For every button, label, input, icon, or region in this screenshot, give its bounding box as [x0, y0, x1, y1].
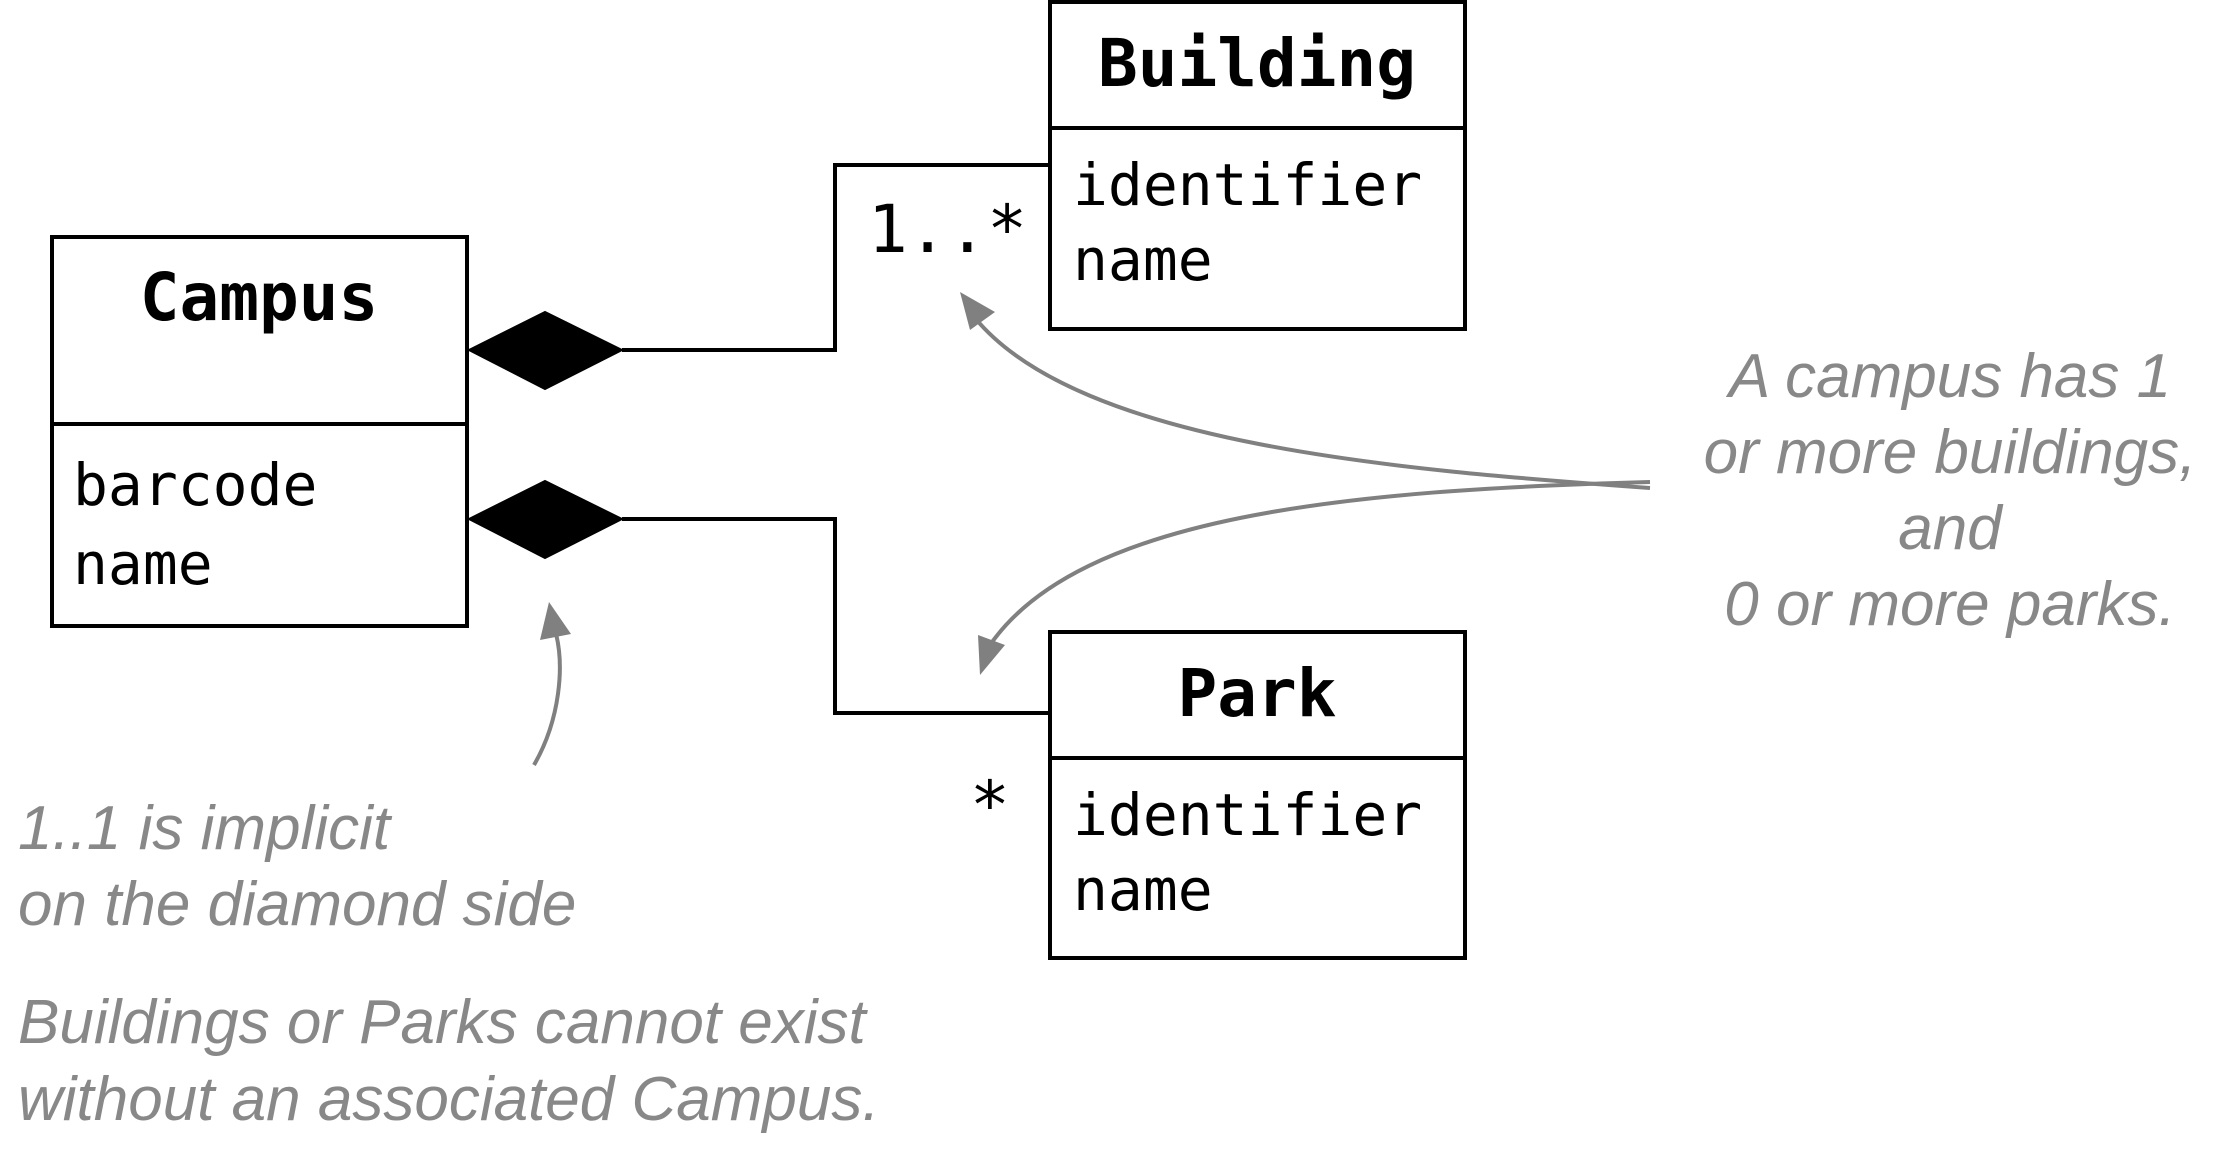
- class-building-name: Building: [1098, 25, 1416, 102]
- note-diamond: 1..1 is implicit on the diamond side: [18, 602, 576, 939]
- class-park-attr-name: name: [1073, 856, 1213, 924]
- note-arrow-to-building: [960, 292, 1651, 490]
- note-multiplicity-line-1: A campus has 1: [1725, 342, 2171, 411]
- arrowhead-park: [978, 635, 1005, 675]
- class-park-name: Park: [1178, 655, 1337, 732]
- class-park[interactable]: Park identifier name: [1048, 630, 1467, 960]
- note-arrow-to-diamond: [532, 629, 562, 766]
- association-campus-park[interactable]: *: [466, 479, 1050, 844]
- note-existence: Buildings or Parks cannot exist without …: [18, 988, 880, 1134]
- note-diamond-line-1: 1..1 is implicit: [18, 794, 393, 863]
- arrowhead-diamond: [540, 602, 571, 640]
- note-multiplicity: A campus has 1 or more buildings, and 0 …: [1704, 342, 2197, 639]
- composition-diamond-park: [466, 479, 625, 560]
- note-arrow-to-park: [978, 480, 1651, 675]
- class-park-attr-identifier: identifier: [1073, 781, 1422, 849]
- class-building-attr-name: name: [1073, 226, 1213, 294]
- note-multiplicity-line-3: and: [1898, 494, 2004, 563]
- class-campus-attr-name: name: [73, 530, 213, 598]
- multiplicity-building: 1..*: [868, 191, 1027, 268]
- class-campus-name: Campus: [140, 259, 378, 336]
- note-diamond-line-2: on the diamond side: [18, 870, 576, 939]
- multiplicity-park: *: [970, 767, 1010, 844]
- arrowhead-building: [960, 292, 995, 330]
- composition-diamond-building: [466, 310, 625, 391]
- note-multiplicity-line-4: 0 or more parks.: [1724, 570, 2175, 639]
- class-building-attr-identifier: identifier: [1073, 151, 1422, 219]
- note-existence-line-2: without an associated Campus.: [18, 1065, 880, 1134]
- class-campus[interactable]: Campus barcode name: [50, 235, 469, 628]
- class-building[interactable]: Building identifier name: [1048, 0, 1467, 331]
- note-multiplicity-line-2: or more buildings,: [1704, 418, 2197, 487]
- association-campus-building[interactable]: 1..*: [466, 163, 1050, 391]
- class-campus-attr-barcode: barcode: [73, 451, 317, 519]
- note-existence-line-1: Buildings or Parks cannot exist: [18, 988, 869, 1057]
